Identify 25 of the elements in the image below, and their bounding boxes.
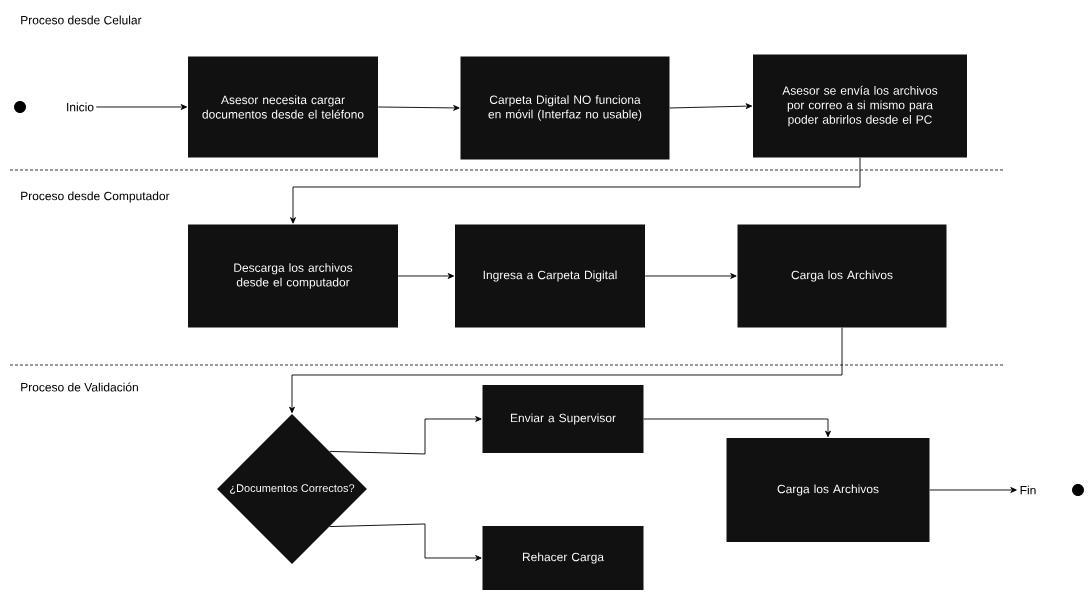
arrow	[643, 418, 831, 438]
arrow	[669, 103, 753, 110]
arrow	[290, 157, 861, 224]
arrow	[929, 487, 1017, 493]
section-label: Proceso desde Celular	[21, 15, 142, 25]
process-box: Carpeta Digital NO funciona en móvil (Interfaz no usable)	[460, 56, 670, 160]
process-box: Ingresa a Carpeta Digital	[455, 224, 645, 328]
terminal-label: Inicio	[67, 102, 94, 112]
arrow	[329, 523, 482, 561]
arrow	[289, 327, 843, 414]
process-box: Carga los Archivos	[726, 438, 930, 542]
arrow	[95, 104, 188, 110]
process-box: Rehacer Carga	[482, 526, 644, 590]
process-box: Enviar a Supervisor	[482, 385, 644, 453]
section-label: Proceso desde Computador	[21, 191, 170, 203]
arrow	[397, 273, 455, 279]
process-box: Asesor necesita cargar documentos desde el teléfono	[188, 56, 378, 158]
process-box: Asesor se envía los archivos por correo a si mismo para poder abrirlos desde el PC	[753, 54, 967, 158]
terminal-label: Fin	[1020, 485, 1036, 495]
arrow	[644, 273, 737, 279]
process-box: Carga los Archivos	[737, 224, 947, 328]
section-label: Proceso de Validación	[21, 382, 138, 392]
arrow	[329, 416, 482, 455]
process-box: Descarga los archivos desde el computador	[188, 224, 398, 328]
arrow	[377, 105, 460, 111]
